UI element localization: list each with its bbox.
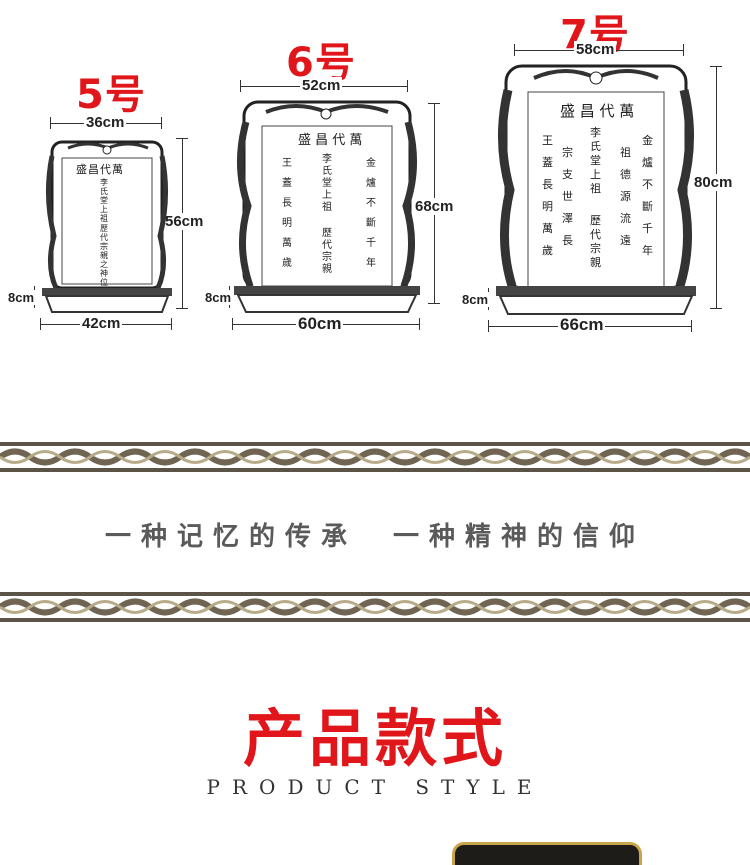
svg-text:王: 王 [542, 134, 553, 147]
model-5-tablet [42, 140, 172, 313]
model-5-tablet-header: 盛昌代萬 [76, 163, 124, 176]
svg-text:長: 長 [282, 197, 292, 209]
tick [161, 117, 162, 129]
decorative-border-top [0, 440, 750, 474]
tick [232, 318, 233, 330]
svg-text:澤: 澤 [562, 212, 573, 225]
svg-text:祖: 祖 [322, 200, 332, 213]
tick [50, 117, 51, 129]
model-5-width: 36cm [84, 114, 127, 131]
svg-text:親: 親 [322, 262, 332, 275]
svg-text:李: 李 [322, 152, 332, 165]
model-7-base-width: 66cm [558, 315, 606, 335]
svg-text:不: 不 [366, 198, 376, 209]
tick [428, 103, 440, 104]
model-6-base-width: 60cm [296, 314, 344, 334]
tick [419, 318, 420, 330]
tick [240, 80, 241, 92]
slogan: 一种记忆的传承 一种精神的信仰 [104, 522, 645, 552]
section-title-cn: 产品款式 [242, 702, 507, 775]
svg-text:蓋: 蓋 [282, 177, 292, 189]
tick [176, 138, 188, 139]
tick [428, 303, 440, 304]
model-5-label: 5号 [76, 72, 146, 118]
svg-text:祖: 祖 [620, 145, 631, 159]
svg-text:金: 金 [366, 156, 376, 169]
svg-text:德: 德 [620, 167, 631, 181]
model-7-base-height: 8cm [460, 292, 491, 307]
svg-text:祖: 祖 [590, 181, 601, 195]
section-title-en: PRODUCT STYLE [206, 775, 544, 799]
svg-text:堂: 堂 [322, 177, 332, 189]
svg-text:堂: 堂 [590, 154, 601, 167]
svg-text:蓋: 蓋 [542, 156, 553, 169]
svg-text:歷: 歷 [590, 214, 601, 227]
svg-text:長: 長 [562, 234, 573, 247]
tick [710, 308, 722, 309]
model-6-base-height: 8cm [203, 290, 234, 305]
tick [407, 80, 408, 92]
svg-text:年: 年 [642, 243, 653, 257]
svg-text:遠: 遠 [620, 234, 631, 247]
svg-text:爐: 爐 [366, 176, 376, 189]
model-5-height: 56cm [163, 213, 206, 230]
svg-text:斷: 斷 [366, 216, 376, 229]
model-5-center-lines: 歷代宗親之神位 [100, 224, 108, 287]
svg-text:世: 世 [562, 190, 573, 203]
svg-text:代: 代 [590, 228, 601, 241]
tick [683, 44, 684, 56]
svg-text:氏: 氏 [322, 165, 332, 177]
model-5-base-width: 42cm [80, 315, 123, 332]
model-7-tablet: 盛 昌 代 萬 李氏堂 上祖 歷代宗 親 王蓋長 明萬歲 宗支世 澤長 祖德源 … [496, 64, 696, 315]
tick [691, 320, 692, 332]
tick [171, 318, 172, 330]
svg-text:明: 明 [282, 217, 292, 229]
model-6-tablet: 盛 昌 代 萬 李氏堂 上祖 歷代宗 親 王蓋長 明萬歲 金爐不 斷千年 [234, 100, 420, 313]
model-7-height: 80cm [692, 174, 735, 191]
svg-text:上: 上 [590, 168, 601, 181]
svg-text:金: 金 [642, 133, 653, 147]
model-5-center-top: 李氏堂上祖 [100, 178, 108, 223]
svg-text:歲: 歲 [282, 256, 292, 269]
svg-text:宗: 宗 [562, 145, 573, 159]
svg-text:歲: 歲 [542, 243, 553, 257]
next-product-preview [452, 842, 642, 865]
svg-text:李: 李 [590, 125, 601, 139]
svg-text:氏: 氏 [590, 140, 601, 153]
svg-text:宗: 宗 [590, 241, 601, 255]
svg-text:萬: 萬 [542, 222, 553, 235]
decorative-border-bottom [0, 590, 750, 624]
svg-text:上: 上 [322, 189, 332, 201]
svg-text:支: 支 [562, 168, 573, 181]
svg-text:斷: 斷 [642, 200, 653, 213]
tick [514, 44, 515, 56]
model-5-base-height: 8cm [6, 290, 37, 305]
model-7-width: 58cm [574, 41, 617, 58]
svg-text:年: 年 [366, 256, 376, 269]
svg-text:盛 昌 代 萬: 盛 昌 代 萬 [560, 102, 634, 120]
svg-text:歷: 歷 [322, 227, 332, 239]
svg-text:盛 昌 代 萬: 盛 昌 代 萬 [298, 133, 362, 148]
model-6-width: 52cm [300, 77, 343, 94]
svg-text:千: 千 [366, 237, 376, 249]
svg-text:明: 明 [542, 200, 553, 213]
tick [40, 318, 41, 330]
svg-text:代: 代 [322, 239, 332, 251]
tick [488, 320, 489, 332]
svg-text:不: 不 [642, 178, 653, 191]
tick [176, 308, 188, 309]
svg-text:親: 親 [590, 256, 601, 269]
svg-text:源: 源 [620, 189, 631, 203]
svg-text:爐: 爐 [642, 155, 653, 169]
svg-text:萬: 萬 [282, 236, 292, 249]
svg-text:流: 流 [620, 211, 631, 225]
svg-text:王: 王 [282, 158, 292, 169]
svg-text:千: 千 [642, 222, 653, 235]
svg-text:宗: 宗 [322, 250, 332, 263]
svg-text:長: 長 [542, 178, 553, 191]
model-6-height: 68cm [413, 198, 456, 215]
tick [710, 66, 722, 67]
